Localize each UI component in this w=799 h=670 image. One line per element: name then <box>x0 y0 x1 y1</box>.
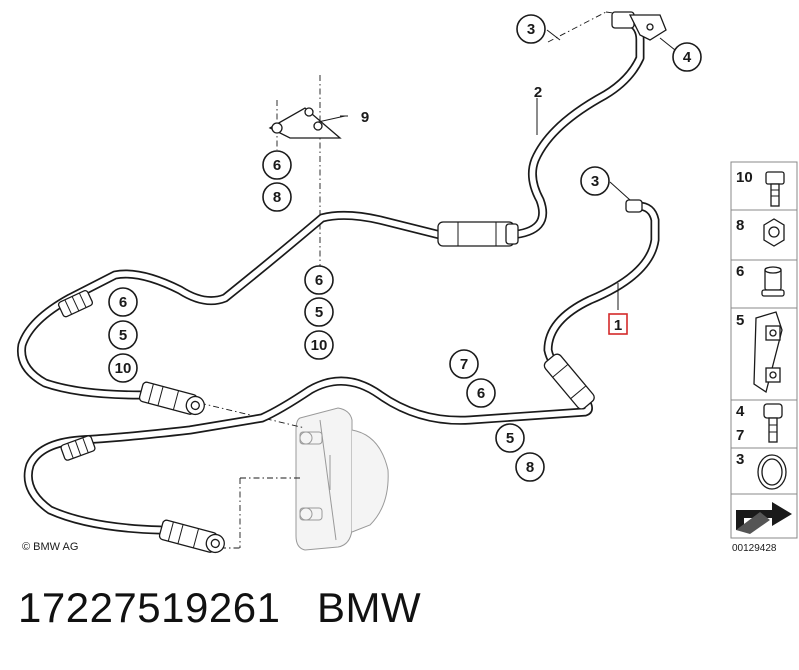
hex-nut-icon <box>763 218 785 247</box>
svg-text:8: 8 <box>273 189 281 206</box>
legend-label-5: 5 <box>736 312 744 329</box>
svg-text:6: 6 <box>273 157 281 174</box>
svg-text:4: 4 <box>683 49 692 66</box>
callout-6-b: 6 <box>304 265 334 295</box>
svg-text:5: 5 <box>119 327 127 344</box>
reference-lines <box>199 11 621 549</box>
sleeve-icon <box>761 266 785 297</box>
svg-text:3: 3 <box>527 21 535 38</box>
leader-lines <box>340 29 676 310</box>
legend-label-3: 3 <box>736 451 744 468</box>
callout-10-b: 10 <box>108 353 138 383</box>
callout-5-a: 5 <box>304 297 334 327</box>
legend-label-6: 6 <box>736 263 744 280</box>
svg-text:6: 6 <box>477 385 485 402</box>
callout-9: 9 <box>361 109 369 126</box>
svg-text:6: 6 <box>119 294 127 311</box>
bolt-icon <box>765 171 785 207</box>
parts-legend: 10 8 6 5 <box>730 161 798 539</box>
svg-text:6: 6 <box>315 272 323 289</box>
callout-6-c: 6 <box>108 287 138 317</box>
svg-text:10: 10 <box>311 337 328 354</box>
callout-6-d: 6 <box>466 378 496 408</box>
callout-5-c: 5 <box>495 423 525 453</box>
callout-8-b: 8 <box>515 452 545 482</box>
part-number-caption: 17227519261 BMW <box>18 584 422 631</box>
callout-8-a: 8 <box>262 182 292 212</box>
bolt-icon <box>763 403 783 443</box>
callout-3-right: 3 <box>580 166 610 196</box>
document-number: 00129428 <box>732 543 777 554</box>
arrow-icon <box>736 502 792 534</box>
svg-text:5: 5 <box>315 304 323 321</box>
legend-label-4: 4 <box>736 403 745 420</box>
callout-3-top: 3 <box>516 14 546 44</box>
svg-text:8: 8 <box>526 459 534 476</box>
svg-text:5: 5 <box>506 430 514 447</box>
legend-label-7: 7 <box>736 427 744 444</box>
hose-fittings <box>57 11 667 554</box>
svg-text:2: 2 <box>534 84 542 101</box>
copyright-notice: © BMW AG <box>22 541 79 553</box>
callout-4: 4 <box>672 42 702 72</box>
svg-text:7: 7 <box>460 356 468 373</box>
legend-label-8: 8 <box>736 217 744 234</box>
callout-6-a: 6 <box>262 150 292 180</box>
hose-2 <box>17 17 645 410</box>
callout-1-highlighted: 1 <box>608 313 628 335</box>
bracket-clip-icon <box>753 311 783 394</box>
svg-text:1: 1 <box>614 317 622 334</box>
callout-10: 10 <box>304 330 334 360</box>
callout-10-b-label: 10 <box>115 360 132 377</box>
svg-text:3: 3 <box>591 173 599 190</box>
callout-5-b: 5 <box>108 320 138 350</box>
hose-1 <box>23 201 660 543</box>
callout-2: 2 <box>534 84 542 101</box>
oil-cooler-ghost <box>295 407 389 551</box>
o-ring-icon <box>757 454 787 490</box>
svg-text:9: 9 <box>361 109 369 126</box>
legend-label-10: 10 <box>736 169 753 186</box>
callout-7: 7 <box>449 349 479 379</box>
